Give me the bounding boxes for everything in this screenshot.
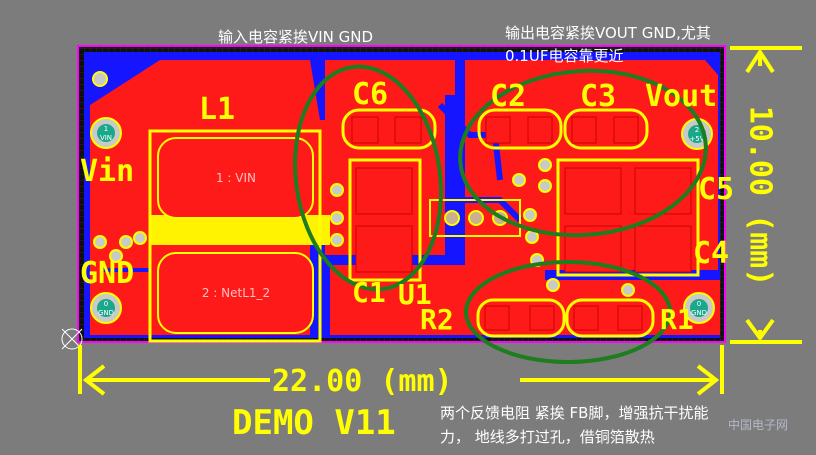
via (133, 231, 147, 245)
u1-outline (429, 199, 521, 237)
via (512, 173, 526, 187)
label-c2: C2 (490, 79, 527, 114)
note-feedback-line1: 两个反馈电阻 紧挨 FB脚，增强抗干扰能 (440, 404, 709, 422)
watermark-logo: 中国电子网 (728, 418, 789, 432)
c6-pad-vin (394, 116, 422, 144)
c5-pad-2 (634, 167, 692, 215)
c3-pad-1 (571, 116, 597, 144)
c2-pad-2 (527, 116, 553, 144)
inductor-l1-pin1-label: 1 : VIN (216, 171, 256, 185)
via (92, 71, 108, 87)
c6-outline (341, 108, 437, 150)
capacitor-c3 (563, 108, 649, 150)
inductor-l1-pad2 (157, 252, 314, 334)
label-gnd: GND (80, 256, 135, 291)
capacitor-c5-c4-pads (556, 158, 700, 277)
label-c3: C3 (580, 79, 617, 114)
gnd-terminal-net: GND (98, 309, 114, 317)
label-c6: C6 (352, 77, 389, 112)
gnd-terminal-number: 0 (104, 300, 108, 308)
copper-inductor-bridge (150, 215, 330, 245)
vin-terminal-number: 1 (104, 125, 108, 133)
c5-pad-1 (564, 167, 622, 215)
c1-pad-bottom (355, 225, 413, 273)
via (330, 183, 344, 197)
inductor-l1-pad1 (157, 137, 314, 219)
via (109, 249, 123, 263)
inductor-l1-pin2-label: 2 : NetL1_2 (202, 286, 270, 300)
label-r2: R2 (420, 303, 454, 336)
label-c5: C5 (698, 172, 735, 207)
via (523, 208, 537, 222)
via-group (92, 71, 635, 297)
c4-pad-2 (634, 225, 692, 273)
r2-pad-1 (484, 305, 510, 331)
height-dimension-arrow (730, 46, 802, 344)
vout-terminal-net: +5V (689, 135, 704, 143)
c2-pad-1 (485, 116, 511, 144)
ground-trace-1 (437, 102, 503, 181)
width-dimension-arrow (78, 345, 724, 396)
label-vout: Vout (645, 79, 718, 114)
capacitor-c2 (477, 108, 563, 150)
gnd2-terminal-net: GND (691, 309, 707, 317)
r2-outline (476, 298, 566, 338)
gnd2-terminal-number: 0 (697, 300, 701, 308)
vin-terminal-net: VIN (100, 134, 112, 142)
r1-pad-2 (617, 305, 643, 331)
via (93, 235, 107, 249)
gnd2-terminal: 0 GND (683, 292, 715, 324)
c2-outline (477, 108, 563, 150)
via (546, 278, 560, 292)
inductor-l1-outline (148, 129, 322, 343)
capacitor-c6 (341, 108, 437, 150)
vin-terminal: 1 VIN (90, 117, 122, 149)
vout-terminal-number: 2 (695, 126, 699, 134)
label-vin: Vin (80, 154, 135, 189)
label-c4: C4 (693, 236, 730, 271)
capacitor-c1-and-u1-pads (348, 158, 422, 282)
u1-pin-1 (444, 210, 460, 226)
u1-pin-2 (468, 210, 484, 226)
resistor-r2 (476, 298, 566, 338)
label-u1: U1 (398, 278, 432, 311)
c1-pad-top (355, 167, 413, 215)
c3-pad-2 (613, 116, 639, 144)
c3-outline (563, 108, 649, 150)
note-feedback-line2: 力， 地线多打过孔，借铜箔散热 (440, 428, 655, 446)
highlight-input-caps (293, 64, 443, 292)
label-c1: C1 (352, 276, 386, 309)
c1-outline (348, 158, 422, 282)
r2-pad-2 (529, 305, 555, 331)
r1-pad-1 (573, 305, 599, 331)
via (538, 158, 552, 172)
label-l1: L1 (199, 92, 236, 127)
note-output-caps-line1: 输出电容紧挨VOUT GND,尤其 (505, 24, 711, 42)
label-r1: R1 (660, 303, 694, 336)
via (119, 235, 133, 249)
note-input-caps: 输入电容紧挨VIN GND (218, 28, 374, 46)
via (621, 283, 635, 297)
via (330, 211, 344, 225)
via (330, 233, 344, 247)
gnd-terminal: 0 GND (90, 292, 122, 324)
highlight-feedback-resistors (464, 260, 672, 364)
c6-pad-gnd (351, 116, 379, 144)
r1-outline (565, 298, 655, 338)
via (538, 179, 552, 193)
board-name-label: DEMO V11 (232, 403, 396, 443)
via (525, 230, 539, 244)
highlight-ellipses (293, 64, 708, 364)
width-dimension-label: 22.00 (mm) (272, 364, 453, 399)
height-dimension-label: 10.00 (mm) (742, 105, 778, 287)
note-output-caps-line2: 0.1UF电容靠更近 (505, 47, 624, 65)
resistor-r1 (565, 298, 655, 338)
highlight-output-caps (458, 68, 708, 238)
c5-c4-outline (556, 158, 700, 277)
